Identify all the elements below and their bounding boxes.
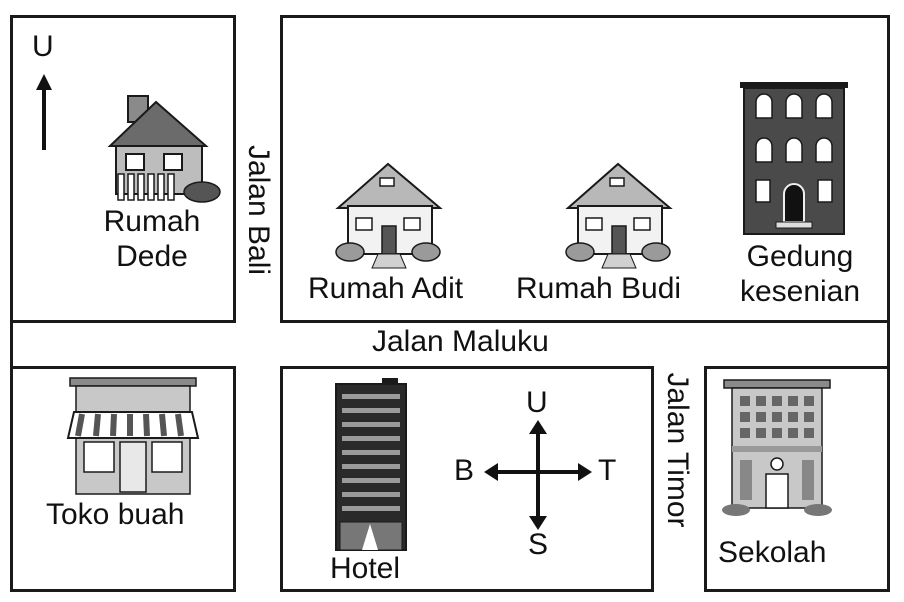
compass-east-label: T: [598, 454, 617, 487]
tall-building-icon: [740, 82, 848, 235]
rumah-dede-label: Rumah Dede: [82, 205, 222, 274]
house-with-fence-icon: [107, 95, 221, 203]
jalan-maluku-label: Jalan Maluku: [372, 325, 549, 358]
compass-north-label: U: [526, 386, 548, 419]
school-building-icon: [722, 379, 832, 516]
hotel-tower-icon: [335, 378, 407, 551]
gedung-kesenian-label: Gedung kesenian: [724, 240, 876, 309]
gedung-kesenian-line1: Gedung: [746, 240, 854, 273]
house-icon-budi: [565, 162, 673, 269]
rumah-adit-label: Rumah Adit: [308, 272, 464, 305]
rumah-budi-label: Rumah Budi: [516, 272, 682, 305]
shop-awning-icon: [66, 377, 200, 495]
gedung-kesenian-line2: kesenian: [739, 274, 861, 308]
house-icon-adit: [335, 162, 443, 269]
road-edge-left: [10, 323, 13, 366]
north-arrow-letter: U: [32, 30, 54, 63]
north-arrow-icon: [36, 74, 52, 150]
road-edge-right: [887, 323, 890, 366]
jalan-bali-label: Jalan Bali: [242, 144, 275, 276]
rumah-dede-line1: Rumah: [103, 205, 201, 238]
jalan-timor-label: Jalan Timor: [661, 372, 694, 528]
rumah-dede-line2: Dede: [116, 239, 188, 273]
compass-south-label: S: [528, 528, 549, 561]
compass-rose-icon: [484, 420, 592, 530]
toko-buah-label: Toko buah: [46, 498, 185, 531]
sekolah-label: Sekolah: [718, 536, 827, 569]
hotel-label: Hotel: [330, 552, 401, 585]
compass-west-label: B: [454, 454, 475, 487]
